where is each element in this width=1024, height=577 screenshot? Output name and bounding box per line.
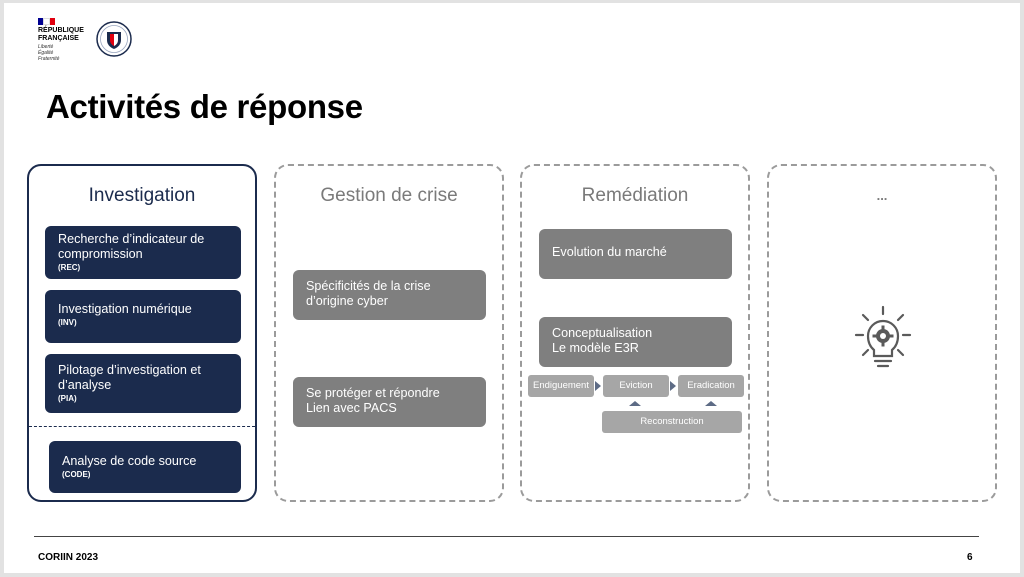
crise-card: Gestion de crise Spécificités de la cris… [274, 164, 504, 502]
investigation-item-pia: Pilotage d’investigation et d’analyse (P… [45, 354, 241, 413]
arrow-right-icon [670, 381, 676, 391]
remediation-title: Remédiation [581, 185, 689, 206]
crise-item-proteger: Se protéger et répondre Lien avec PACS [293, 377, 486, 427]
other-card: ... [767, 164, 997, 502]
investigation-item-rec: Recherche d’indicateur de compromission … [45, 226, 241, 279]
crise-item-specificites: Spécificités de la crise d’origine cyber [293, 270, 486, 320]
investigation-card: Investigation Recherche d’indicateur de … [27, 164, 257, 502]
section-divider [29, 426, 255, 427]
republique-text: RÉPUBLIQUE FRANÇAISE [38, 27, 84, 42]
page-number: 6 [967, 552, 973, 563]
arrow-up-icon [629, 401, 641, 406]
step-endiguement: Endiguement [528, 375, 594, 397]
arrow-right-icon [595, 381, 601, 391]
republique-francaise-logo: RÉPUBLIQUE FRANÇAISE Liberté Égalité Fra… [38, 18, 98, 62]
lightbulb-gear-icon [854, 305, 912, 368]
footer-event: CORIIN 2023 [38, 552, 99, 563]
step-eradication: Eradication [678, 375, 744, 397]
arrow-up-icon [705, 401, 717, 406]
step-eviction: Eviction [603, 375, 669, 397]
footer-divider [34, 536, 979, 537]
french-flag-icon [38, 18, 55, 25]
agency-seal-icon [96, 21, 132, 57]
step-reconstruction: Reconstruction [602, 411, 742, 433]
crise-title: Gestion de crise [320, 185, 458, 206]
investigation-item-code: Analyse de code source (CODE) [49, 441, 241, 493]
remediation-item-marche: Evolution du marché [539, 229, 732, 279]
investigation-title: Investigation [88, 185, 196, 206]
other-title: ... [876, 188, 888, 203]
motto-text: Liberté Égalité Fraternité [38, 44, 60, 62]
investigation-item-inv: Investigation numérique (INV) [45, 290, 241, 343]
remediation-item-e3r: Conceptualisation Le modèle E3R [539, 317, 732, 367]
remediation-card: Remédiation Evolution du marché Conceptu… [520, 164, 750, 502]
page-title: Activités de réponse [46, 88, 363, 125]
